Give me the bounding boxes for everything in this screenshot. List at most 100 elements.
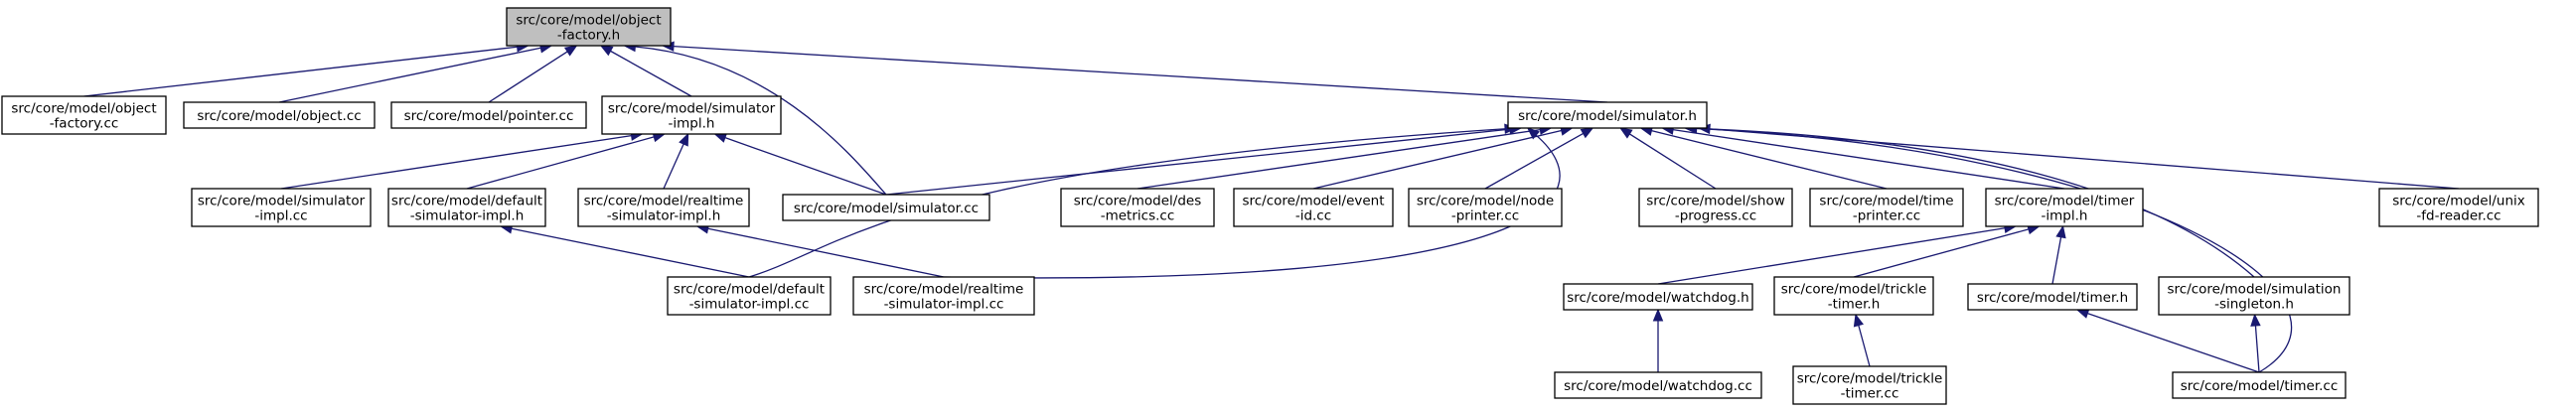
file-node-label: src/core/model/simulator.cc <box>794 201 979 216</box>
file-node-box <box>1554 371 1762 399</box>
edge-line <box>885 128 1511 196</box>
file-node-label: -impl.h <box>669 116 715 132</box>
edge-trickle-timer-h-to-timer-impl-h <box>1853 223 2041 278</box>
edge-line <box>1696 127 2255 278</box>
file-node-label: -factory.h <box>557 28 620 44</box>
file-node-realtime-simulator-impl-cc[interactable]: src/core/model/realtime-simulator-impl.c… <box>852 276 1035 316</box>
file-node-time-printer-cc[interactable]: src/core/model/time-printer.cc <box>1809 188 1964 227</box>
edge-line <box>724 137 887 196</box>
file-node-label: src/core/model/watchdog.cc <box>1564 378 1752 394</box>
file-node-timer-cc[interactable]: src/core/model/timer.cc <box>2172 371 2347 399</box>
file-node-object-factory-h[interactable]: src/core/model/object-factory.h <box>506 7 672 47</box>
edge-default-simulator-impl-h-to-simulator-impl-h <box>466 132 667 190</box>
file-node-object-cc[interactable]: src/core/model/object.cc <box>183 101 376 129</box>
file-node-simulator-cc[interactable]: src/core/model/simulator.cc <box>782 194 990 221</box>
file-node-default-simulator-impl-cc[interactable]: src/core/model/default-simulator-impl.cc <box>667 276 832 316</box>
file-node-label: -printer.cc <box>1451 208 1519 224</box>
arrowhead-icon <box>2250 313 2261 327</box>
file-node-trickle-timer-h[interactable]: src/core/model/trickle-timer.h <box>1773 276 1934 316</box>
file-node-simulator-impl-h[interactable]: src/core/model/simulator-impl.h <box>601 95 782 135</box>
file-node-box <box>1792 365 1947 405</box>
edge-line <box>280 135 632 190</box>
file-node-box <box>1060 188 1215 227</box>
edge-line <box>707 227 945 278</box>
file-node-label: src/core/model/default <box>391 194 542 209</box>
file-node-pointer-cc[interactable]: src/core/model/pointer.cc <box>390 101 587 129</box>
file-node-node-printer-cc[interactable]: src/core/model/node-printer.cc <box>1408 188 1563 227</box>
file-node-label: -impl.cc <box>254 208 307 224</box>
file-node-box <box>2172 371 2347 399</box>
edge-object-cc-to-object-factory-h <box>278 43 553 103</box>
arrowhead-icon <box>563 45 578 57</box>
file-node-label: -simulator-impl.cc <box>689 297 810 313</box>
arrowhead-icon <box>1618 127 1633 139</box>
file-node-label: -id.cc <box>1295 208 1331 224</box>
file-node-label: src/core/model/trickle <box>1781 282 1927 298</box>
file-node-box <box>782 194 990 221</box>
file-node-label: -printer.cc <box>1853 208 1920 224</box>
arrowhead-icon <box>2055 224 2066 239</box>
edge-line <box>943 134 1561 279</box>
edge-time-printer-cc-to-simulator-h <box>1639 125 1888 190</box>
arrowhead-icon <box>599 45 614 57</box>
file-node-label: -singleton.h <box>2214 297 2294 313</box>
edge-line <box>673 46 1608 103</box>
edge-line <box>1858 325 1871 367</box>
edge-simulator-impl-h-to-object-factory-h <box>599 45 692 97</box>
file-node-simulation-singleton-h[interactable]: src/core/model/simulation-singleton.h <box>2158 276 2350 316</box>
file-node-box <box>1507 101 1708 129</box>
file-node-label: src/core/model/default <box>674 282 825 298</box>
file-node-label: -timer.h <box>1828 297 1881 313</box>
file-node-label: src/core/model/simulation <box>2167 282 2341 298</box>
edge-line <box>488 51 568 103</box>
file-node-label: src/core/model/object <box>11 101 156 117</box>
file-node-timer-h[interactable]: src/core/model/timer.h <box>1967 283 2138 311</box>
edge-simulator-cc-to-simulator-impl-h <box>713 132 887 196</box>
nodes-layer: src/core/model/object-factory.hsrc/core/… <box>1 7 2539 405</box>
file-node-unix-fd-reader-cc[interactable]: src/core/model/unix-fd-reader.cc <box>2378 188 2539 227</box>
file-node-watchdog-cc[interactable]: src/core/model/watchdog.cc <box>1554 371 1762 399</box>
arrowhead-icon <box>679 132 689 147</box>
edge-simulator-cc-to-simulator-h <box>885 123 1523 196</box>
edge-show-progress-cc-to-simulator-h <box>1618 127 1717 190</box>
file-node-box <box>852 276 1035 316</box>
file-node-box <box>667 276 832 316</box>
file-node-label: -simulator-impl.cc <box>884 297 1004 313</box>
file-node-show-progress-cc[interactable]: src/core/model/show-progress.cc <box>1638 188 1793 227</box>
file-node-label: src/core/model/unix <box>2392 194 2524 209</box>
file-node-label: src/core/model/trickle <box>1797 371 1943 387</box>
file-node-box <box>2378 188 2539 227</box>
edge-timer-h-to-timer-impl-h <box>2051 224 2066 285</box>
file-node-des-metrics-cc[interactable]: src/core/model/des-metrics.cc <box>1060 188 1215 227</box>
file-node-label: -factory.cc <box>50 116 119 132</box>
edge-line <box>1853 228 2030 278</box>
edge-node-printer-cc-to-simulator-h <box>1484 127 1594 190</box>
file-node-event-id-cc[interactable]: src/core/model/event-id.cc <box>1233 188 1394 227</box>
file-node-label: src/core/model/realtime <box>584 194 744 209</box>
edge-line <box>278 47 541 103</box>
file-node-object-factory-cc[interactable]: src/core/model/object-factory.cc <box>1 95 167 135</box>
file-node-box <box>1638 188 1793 227</box>
edge-line <box>2254 325 2260 373</box>
file-node-simulator-h[interactable]: src/core/model/simulator.h <box>1507 101 1708 129</box>
edge-line <box>83 46 518 97</box>
file-node-box <box>506 7 672 47</box>
edge-watchdog-h-to-timer-impl-h <box>1657 222 2018 285</box>
file-node-box <box>191 188 372 227</box>
edge-line <box>511 227 750 278</box>
file-node-label: -timer.cc <box>1841 386 1899 402</box>
file-node-label: src/core/model/object.cc <box>197 108 361 124</box>
file-node-timer-impl-h[interactable]: src/core/model/timer-impl.h <box>1985 188 2144 227</box>
file-node-label: src/core/model/pointer.cc <box>404 108 574 124</box>
file-node-default-simulator-impl-h[interactable]: src/core/model/default-simulator-impl.h <box>387 188 546 227</box>
file-node-label: src/core/model/realtime <box>864 282 1024 298</box>
file-node-trickle-timer-cc[interactable]: src/core/model/trickle-timer.cc <box>1792 365 1947 405</box>
edge-simulator-impl-cc-to-simulator-impl-h <box>280 130 644 190</box>
file-node-simulator-impl-cc[interactable]: src/core/model/simulator-impl.cc <box>191 188 372 227</box>
edge-line <box>2051 236 2062 285</box>
edge-simulator-h-to-object-factory-h <box>661 41 1608 103</box>
file-node-watchdog-h[interactable]: src/core/model/watchdog.h <box>1563 283 1753 311</box>
file-node-label: -simulator-impl.h <box>607 208 721 224</box>
file-node-realtime-simulator-impl-h[interactable]: src/core/model/realtime-simulator-impl.h <box>577 188 750 227</box>
